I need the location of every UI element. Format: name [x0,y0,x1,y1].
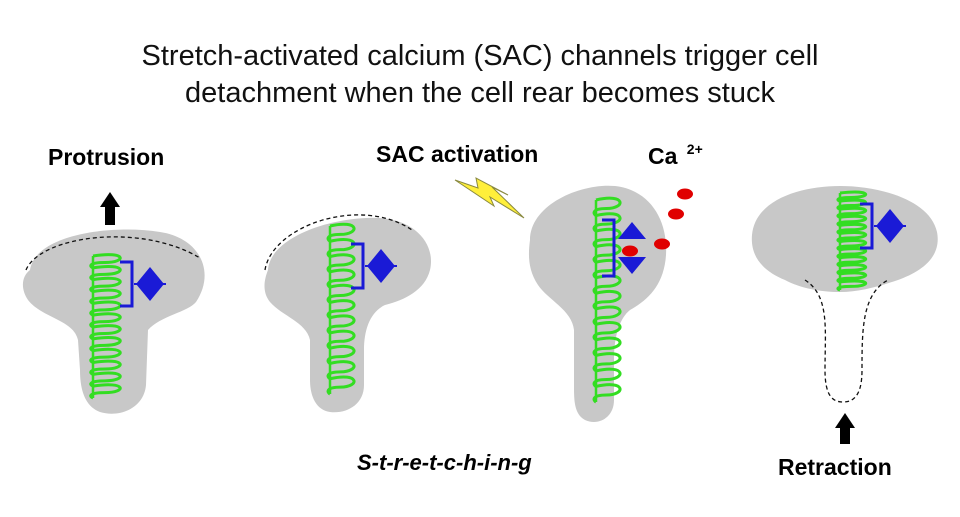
cell-3 [454,177,693,422]
calcium-ion [668,208,684,220]
cell-1-sac-channel [120,260,166,308]
cell-2-former-outline [264,214,413,271]
cell-2-sac-channel [351,242,397,290]
cell-2-actin-spring [326,222,356,396]
title-line-1: Stretch-activated calcium (SAC) channels… [141,40,819,72]
calcium-symbol: Ca [648,143,678,169]
title-line-2: detachment when the cell rear becomes st… [185,77,775,109]
cell-1 [22,192,205,414]
calcium-ions [622,188,693,257]
stretching-label: S-t-r-e-t-c-h-i-n-g [357,450,532,475]
cell-1-protrusion-arrow-icon [100,192,120,225]
cell-3-sac-channel [602,218,646,278]
lightning-bolt-icon [454,177,525,219]
sac-activation-label: SAC activation [376,141,539,167]
calcium-ion [622,245,638,257]
cell-2 [264,214,432,413]
cell-4-former-tail-outline [804,279,889,403]
cell-1-actin-spring [89,253,122,400]
retraction-arrow-icon [835,413,855,444]
cell-4-actin-spring [836,190,867,292]
calcium-ion [677,188,693,200]
calcium-label: Ca 2+ [648,141,703,170]
calcium-charge: 2+ [686,141,703,157]
cell-1-former-outline [25,236,201,271]
cell-4 [751,186,938,444]
retraction-label: Retraction [778,454,892,480]
diagram-title: Stretch-activated calcium (SAC) channels… [0,38,960,112]
calcium-ion [654,238,670,250]
cell-4-sac-channel [860,202,906,250]
protrusion-label: Protrusion [48,144,165,170]
